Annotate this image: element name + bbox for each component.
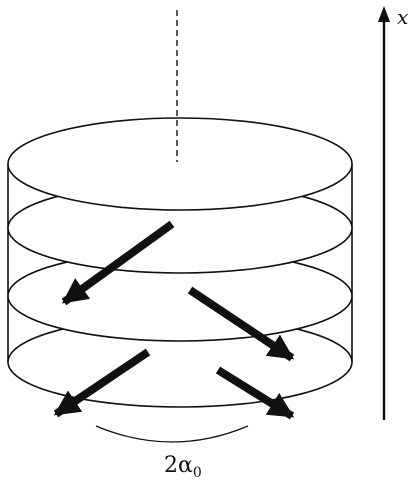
layer-1-disk [8, 118, 352, 210]
angle-label: 2α0 [164, 453, 202, 481]
angle-label-subscript: 0 [193, 465, 202, 481]
angle-label-main: 2α [164, 453, 193, 478]
x-axis-label: x [397, 5, 408, 29]
angle-arc [96, 426, 248, 442]
x-axis-arrowhead [378, 6, 390, 22]
